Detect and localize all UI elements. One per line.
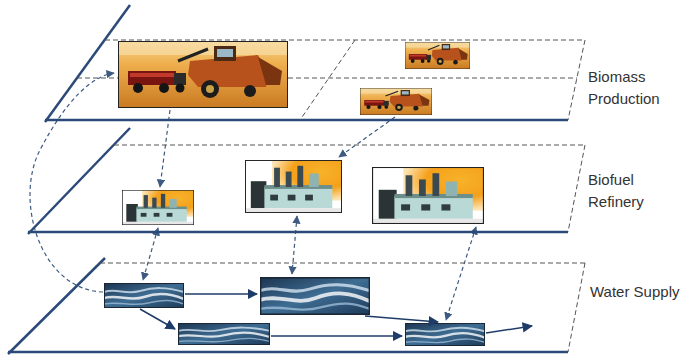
harvester-image <box>360 88 432 115</box>
plane-outline <box>0 0 694 126</box>
plane-edge <box>288 78 577 79</box>
layer-label: Water Supply <box>590 281 679 303</box>
water-image <box>104 283 184 308</box>
plane-edge <box>8 258 105 354</box>
plane-edge <box>100 263 585 264</box>
flow-arrow <box>339 117 395 157</box>
layer-plane: Biofuel Refinery <box>0 125 694 238</box>
plane-edge <box>28 231 568 234</box>
water-flow-arrow <box>185 293 257 295</box>
plane-edge <box>300 40 355 120</box>
water-flow-arrow <box>140 309 175 329</box>
refinery-image <box>245 160 342 213</box>
plane-edge <box>8 351 568 354</box>
plane-edge <box>114 145 585 146</box>
plane-edge <box>45 5 130 122</box>
water-image <box>405 323 485 346</box>
plane-edge <box>45 119 568 122</box>
layer-label: Biomass Production <box>588 66 688 110</box>
plane-outline <box>0 125 694 238</box>
plane-edge <box>568 145 585 232</box>
plane-edge <box>28 128 130 234</box>
plane-edge <box>568 263 585 352</box>
plane-edge <box>77 78 118 79</box>
refinery-image <box>122 190 194 225</box>
water-flow-arrow <box>271 335 402 337</box>
plane-edge <box>568 40 585 120</box>
layer-plane: Water Supply <box>0 250 694 358</box>
flow-arrow <box>292 216 297 274</box>
flow-arrow <box>446 227 476 320</box>
water-flow-arrow <box>365 316 438 322</box>
water-flow-arrow <box>486 326 532 333</box>
refinery-image <box>372 167 484 224</box>
layer-plane: Biomass Production <box>0 0 694 126</box>
flow-arrow <box>143 228 158 280</box>
plane-edge <box>105 40 585 41</box>
plane-outline <box>0 250 694 358</box>
layer-label: Biofuel Refinery <box>588 169 688 213</box>
water-image <box>260 277 370 315</box>
water-image <box>178 323 270 345</box>
harvester-image <box>118 41 288 108</box>
return-arrow <box>30 73 114 292</box>
flow-arrow <box>160 110 170 187</box>
harvester-image <box>405 42 470 69</box>
